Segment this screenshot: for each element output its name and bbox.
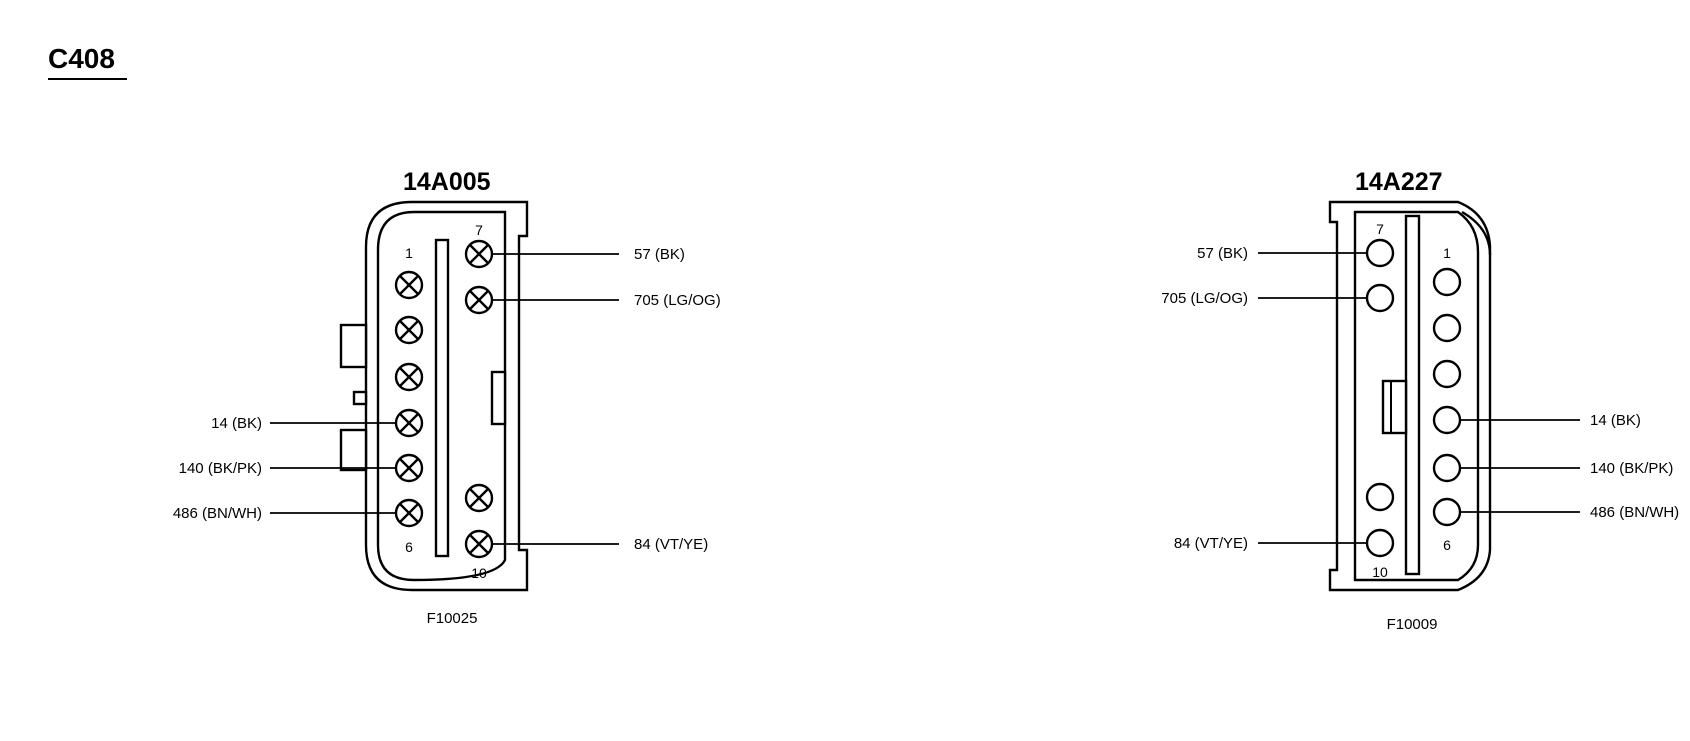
right-pin-3 bbox=[1432, 359, 1462, 389]
right-pin-label-10: 10 bbox=[1372, 564, 1388, 580]
left-pin-label-1: 1 bbox=[405, 245, 413, 261]
left-pin-label-6: 6 bbox=[405, 539, 413, 555]
right-figure-id: F10009 bbox=[1387, 616, 1438, 633]
left-figure-id: F10025 bbox=[427, 610, 478, 627]
connector-14a005: 14A005 1 6 7 10 bbox=[173, 168, 721, 627]
left-pin-7 bbox=[464, 239, 494, 269]
left-latch-tab-lower bbox=[339, 428, 368, 472]
right-side-slot bbox=[1381, 379, 1408, 435]
left-pin-8 bbox=[464, 285, 494, 315]
right-pin-label-1: 1 bbox=[1443, 245, 1451, 261]
right-wire-705: 705 (LG/OG) bbox=[1161, 290, 1248, 307]
left-pin-label-10: 10 bbox=[471, 565, 487, 581]
right-pin-5 bbox=[1432, 453, 1462, 483]
right-pin-6 bbox=[1432, 497, 1462, 527]
right-pin-10 bbox=[1365, 528, 1395, 558]
right-part-number: 14A227 bbox=[1355, 168, 1443, 196]
right-pin-7 bbox=[1365, 238, 1395, 268]
left-part-number: 14A005 bbox=[403, 168, 491, 196]
left-pin-9 bbox=[464, 483, 494, 513]
right-shell-edge bbox=[1461, 210, 1492, 256]
left-side-slot bbox=[490, 370, 507, 426]
connector-14a227: 14A227 1 6 7 10 bbox=[1161, 168, 1679, 633]
left-pin-3 bbox=[394, 362, 424, 392]
right-wire-486: 486 (BN/WH) bbox=[1590, 504, 1679, 521]
left-pin-label-7: 7 bbox=[475, 222, 483, 238]
right-pin-4 bbox=[1432, 405, 1462, 435]
right-wire-14: 14 (BK) bbox=[1590, 412, 1641, 429]
right-pin-1 bbox=[1432, 267, 1462, 297]
right-housing-inner bbox=[1353, 210, 1480, 582]
left-housing-outer bbox=[364, 200, 529, 592]
left-pin-1 bbox=[394, 270, 424, 300]
right-pin-2 bbox=[1432, 313, 1462, 343]
left-pin-4 bbox=[394, 408, 424, 438]
right-wire-84: 84 (VT/YE) bbox=[1174, 535, 1248, 552]
left-pin-5 bbox=[394, 453, 424, 483]
right-pin-9 bbox=[1365, 482, 1395, 512]
left-latch-tab-upper bbox=[339, 323, 368, 369]
right-pin-label-7: 7 bbox=[1376, 221, 1384, 237]
left-wire-57: 57 (BK) bbox=[634, 246, 685, 263]
left-divider-bar bbox=[434, 238, 450, 558]
right-pin-8 bbox=[1365, 283, 1395, 313]
right-wire-57: 57 (BK) bbox=[1197, 245, 1248, 262]
left-housing-inner bbox=[376, 210, 507, 582]
left-latch-tab-small bbox=[352, 390, 368, 406]
left-pin-10 bbox=[464, 529, 494, 559]
left-wire-486: 486 (BN/WH) bbox=[173, 505, 262, 522]
left-wire-705: 705 (LG/OG) bbox=[634, 292, 721, 309]
page-title: C408 bbox=[48, 43, 115, 74]
right-pin-label-6: 6 bbox=[1443, 537, 1451, 553]
right-wire-140: 140 (BK/PK) bbox=[1590, 460, 1673, 477]
left-wire-140: 140 (BK/PK) bbox=[179, 460, 262, 477]
right-housing-outer bbox=[1328, 200, 1492, 592]
left-wire-84: 84 (VT/YE) bbox=[634, 536, 708, 553]
left-pin-6 bbox=[394, 498, 424, 528]
right-divider-bar bbox=[1404, 214, 1421, 576]
left-wire-14: 14 (BK) bbox=[211, 415, 262, 432]
left-pin-2 bbox=[394, 315, 424, 345]
